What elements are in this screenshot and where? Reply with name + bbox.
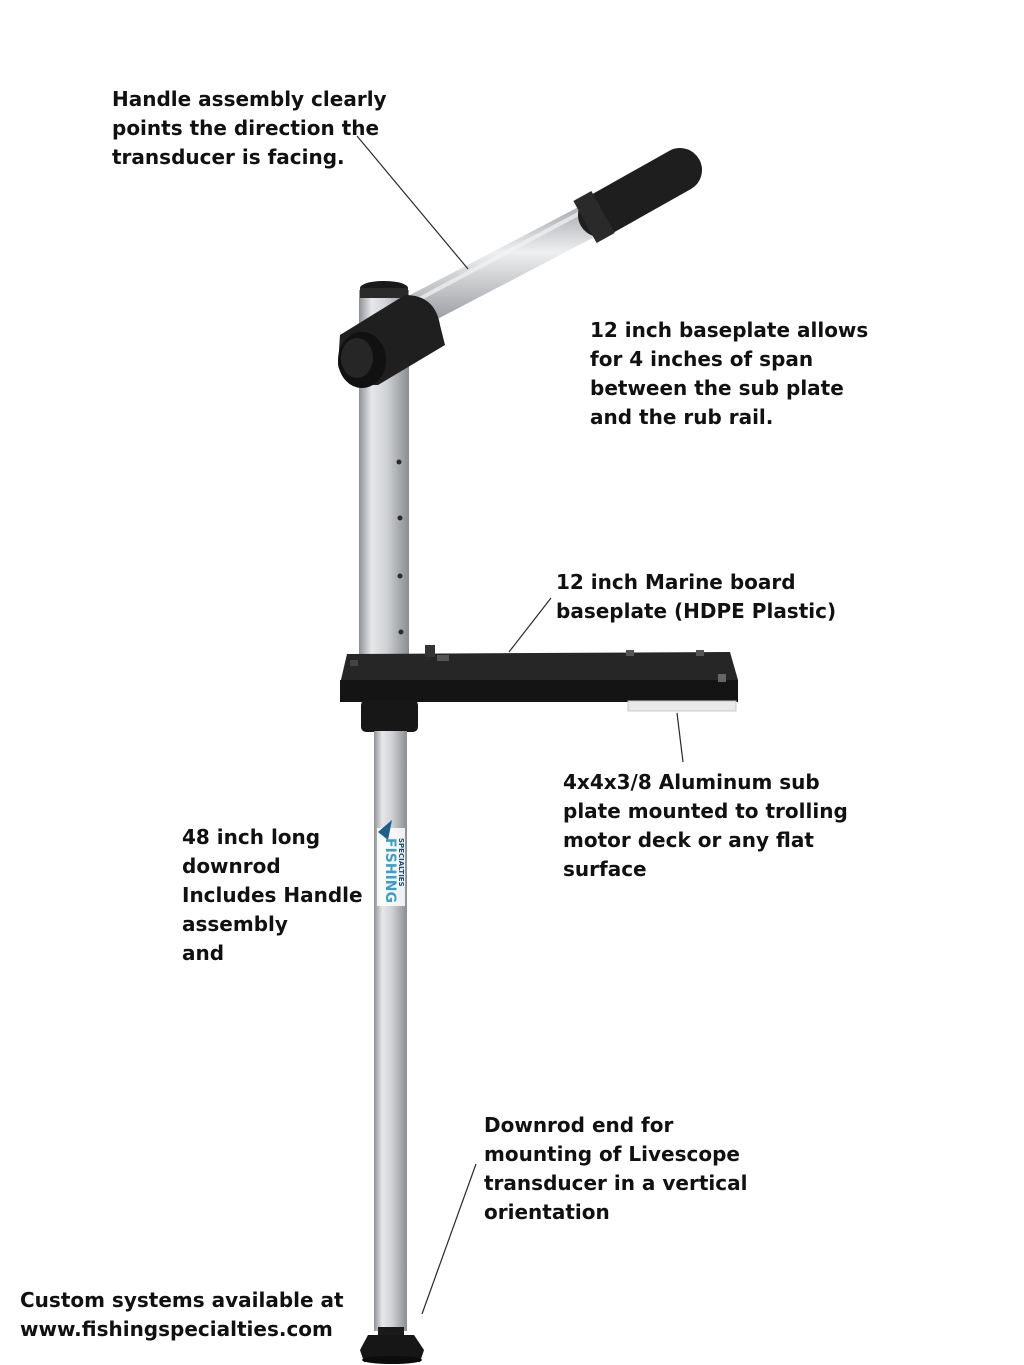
annotation-line: and the rub rail. bbox=[590, 405, 774, 429]
annotation-line: transducer in a vertical bbox=[484, 1171, 748, 1195]
annotation-line: Includes Handle bbox=[182, 883, 363, 907]
fishing-specialties-logo: FISHING SPECIALTIES bbox=[377, 820, 405, 906]
annotation-sub-plate: 4x4x3/8 Aluminum sub plate mounted to tr… bbox=[563, 768, 848, 884]
annotation-line: Downrod end for bbox=[484, 1113, 674, 1137]
annotation-line: for 4 inches of span bbox=[590, 347, 814, 371]
annotation-line: points the direction the bbox=[112, 116, 380, 140]
footer-line: Custom systems available at bbox=[20, 1288, 344, 1312]
aluminum-sub-plate bbox=[627, 700, 737, 712]
leader-line-handle bbox=[356, 135, 469, 270]
lower-collar bbox=[361, 700, 418, 732]
leader-line-subplate bbox=[676, 712, 684, 763]
handle-grip bbox=[573, 148, 702, 243]
annotation-line: assembly bbox=[182, 912, 288, 936]
annotation-line: mounting of Livescope bbox=[484, 1142, 740, 1166]
annotation-line: between the sub plate bbox=[590, 376, 844, 400]
handle-collar bbox=[338, 295, 445, 388]
leader-lines bbox=[356, 135, 684, 1315]
annotation-downrod-end: Downrod end for mounting of Livescope tr… bbox=[484, 1111, 747, 1227]
logo-text: FISHING bbox=[382, 838, 398, 903]
annotation-line: transducer is facing. bbox=[112, 145, 345, 169]
marine-board-baseplate bbox=[340, 645, 738, 702]
svg-text:SPECIALTIES: SPECIALTIES bbox=[397, 838, 405, 887]
leader-line-board bbox=[508, 597, 552, 653]
website-link[interactable]: www.fishingspecialties.com bbox=[20, 1317, 333, 1341]
annotation-line: Handle assembly clearly bbox=[112, 87, 387, 111]
downrod bbox=[374, 731, 407, 1331]
annotation-line: 48 inch long bbox=[182, 825, 321, 849]
annotation-line: downrod bbox=[182, 854, 281, 878]
annotation-line: 4x4x3/8 Aluminum sub bbox=[563, 770, 820, 794]
annotation-line: 12 inch baseplate allows bbox=[590, 318, 869, 342]
annotation-handle: Handle assembly clearly points the direc… bbox=[112, 85, 387, 172]
annotation-line: surface bbox=[563, 857, 647, 881]
annotation-line: 12 inch Marine board bbox=[556, 570, 796, 594]
annotation-line: baseplate (HDPE Plastic) bbox=[556, 599, 837, 623]
annotation-line: plate mounted to trolling bbox=[563, 799, 848, 823]
downrod-end-cap bbox=[360, 1327, 424, 1364]
annotation-line: orientation bbox=[484, 1200, 610, 1224]
annotation-marine-board: 12 inch Marine board baseplate (HDPE Pla… bbox=[556, 568, 836, 626]
annotation-line: and bbox=[182, 941, 225, 965]
footer-promo: Custom systems available at www.fishings… bbox=[20, 1286, 344, 1344]
annotation-line: motor deck or any flat bbox=[563, 828, 814, 852]
leader-line-end bbox=[421, 1163, 477, 1315]
annotation-baseplate-span: 12 inch baseplate allows for 4 inches of… bbox=[590, 316, 868, 432]
annotation-downrod: 48 inch long downrod Includes Handle ass… bbox=[182, 823, 363, 968]
pole-adjustment-holes bbox=[396, 459, 404, 635]
